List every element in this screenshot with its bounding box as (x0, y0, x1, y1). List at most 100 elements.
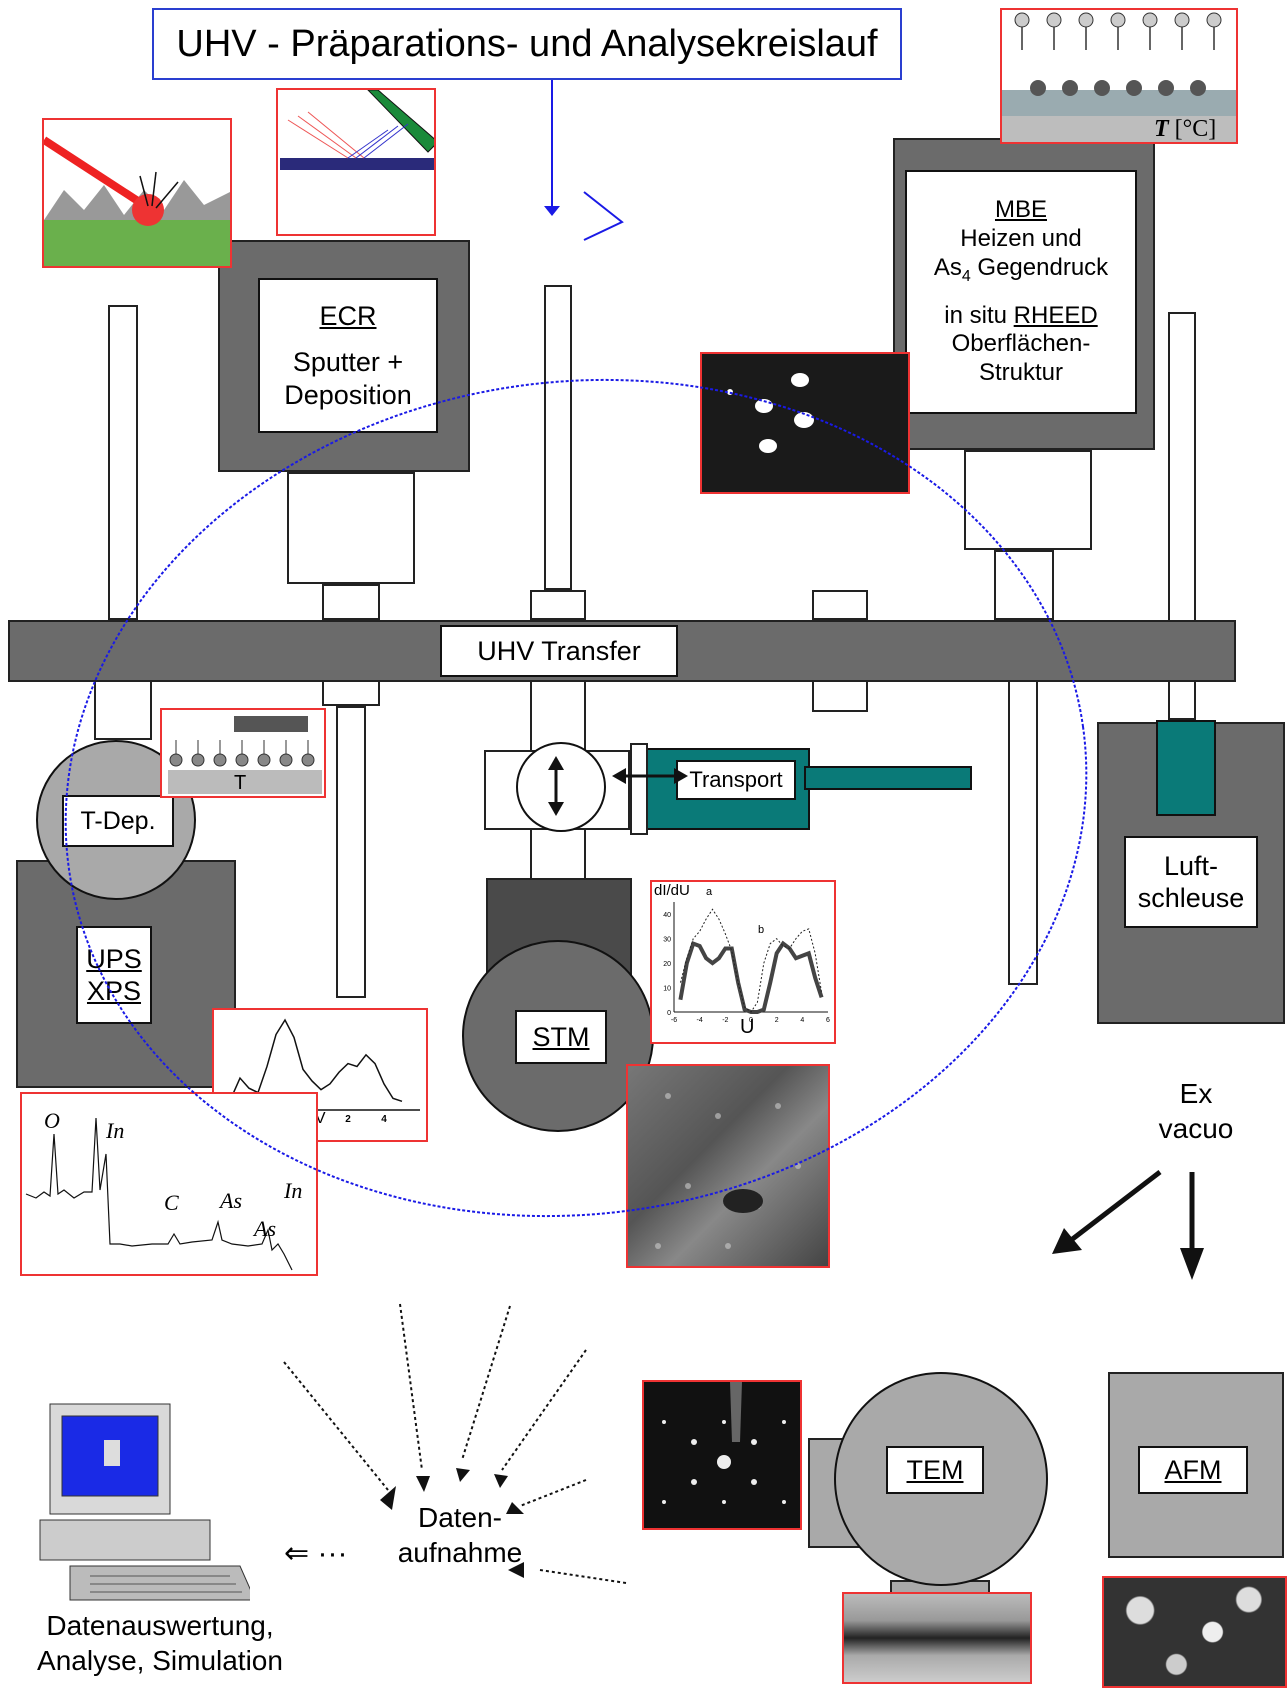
loop-direction-arrow (583, 191, 624, 241)
rheed-graphic (702, 354, 908, 492)
inset-afm-image (1102, 1576, 1287, 1688)
mbe-line3-rheed: RHEED (1013, 301, 1098, 329)
tube-second-bottom (336, 706, 366, 998)
ecr-line2: Deposition (284, 379, 412, 410)
sts-x-tick: 2 (775, 1017, 779, 1024)
stm-label: STM (515, 1010, 607, 1064)
ecr-name: ECR (319, 300, 377, 331)
sts-ylabel: dI/dU (654, 882, 690, 899)
sputter-surface-graphic (44, 136, 230, 266)
transport-label: Transport (676, 760, 796, 800)
tube-mbe-neck (964, 450, 1092, 550)
sts-chart: -6 -4 -2 0 2 4 6 0 10 20 30 40 (663, 902, 830, 1024)
sts-x-tick: -2 (722, 1017, 728, 1024)
tem-sphere (834, 1372, 1048, 1586)
uhv-transfer-label: UHV Transfer (440, 625, 678, 677)
sts-y-tick: 10 (663, 986, 671, 993)
tem-label: TEM (886, 1446, 984, 1494)
mbe-line3: in situ RHEED (944, 302, 1097, 331)
sts-series-1 (679, 908, 823, 1013)
inset-tem-diffraction (642, 1380, 802, 1530)
sts-y-tick: 20 (663, 961, 671, 968)
sts-y-tick: 0 (667, 1010, 671, 1017)
afm-label: AFM (1138, 1446, 1248, 1494)
afm-text: AFM (1164, 1454, 1222, 1485)
inset-tem-crosssection (842, 1592, 1032, 1684)
tube-center-top (544, 285, 572, 590)
tdep-label: T-Dep. (62, 795, 174, 847)
mbe-label: MBE Heizen und As4 Gegendruck in situ RH… (905, 170, 1137, 414)
stm-text: STM (532, 1021, 590, 1052)
mbe-line3-pre: in situ (944, 301, 1014, 329)
data-flow-arrow: ⇐ ··· (284, 1537, 348, 1570)
ecr-label: ECR Sputter + Deposition (258, 278, 438, 433)
uhv-transfer-text: UHV Transfer (477, 635, 641, 666)
analysis-loop (64, 378, 1088, 1218)
tdep-temp-label: T (234, 772, 247, 794)
ex-vacuo-arrow-tem (1064, 1170, 1162, 1246)
tube-right-top (1168, 312, 1196, 622)
xps-text: XPS (86, 976, 142, 1006)
mbe-line2-pre: As (933, 253, 962, 281)
inset-stm-image (626, 1064, 830, 1268)
mbe-name: MBE (994, 196, 1047, 224)
tem-text: TEM (906, 1454, 964, 1485)
tube-ecr-neck (287, 472, 415, 584)
tube-right-bottom (1008, 680, 1038, 985)
ups-text: UPS (86, 943, 142, 974)
tem-diffraction-graphic (644, 1382, 800, 1528)
ex-vacuo-line1: Ex (1179, 1078, 1213, 1109)
ex-vacuo-label: Ex vacuo (1148, 1076, 1244, 1146)
xps-peak-in1: In (106, 1118, 125, 1143)
load-lock-label: Luft- schleuse (1124, 836, 1258, 928)
inset-xps-spectrum: O In C As As In (20, 1092, 318, 1276)
tube-mid-flange (812, 590, 868, 620)
deposition-graphic (280, 90, 434, 170)
inset-tdep-sample: T (160, 708, 326, 798)
sts-x-tick: 4 (800, 1017, 804, 1024)
xps-peak-o: O (44, 1108, 60, 1133)
transport-flange (630, 743, 648, 835)
analysis-line2: Analyse, Simulation (37, 1645, 283, 1676)
xps-peak-as2: As (254, 1216, 276, 1241)
ex-vacuo-line2: vacuo (1158, 1113, 1234, 1144)
xps-peak-in2: In (284, 1178, 303, 1203)
diagram-title: UHV - Präparations- und Analysekreislauf (152, 8, 902, 80)
mbe-line2: As4 Gegendruck (934, 254, 1108, 286)
tube-center-flange (530, 590, 586, 620)
inset-sputter-surface (42, 118, 232, 268)
ups-x-tick: 2 (345, 1114, 351, 1125)
analysis-line1: Datenauswertung, (46, 1610, 274, 1641)
sts-peak-b: b (758, 924, 765, 936)
mbe-temp-symbol: T (1154, 116, 1169, 142)
ups-x-tick: 4 (381, 1114, 387, 1125)
mbe-growth-graphic (1002, 12, 1236, 142)
mbe-line5: Struktur (978, 359, 1064, 387)
sts-x-tick: -6 (671, 1017, 677, 1024)
sts-y-tick: 40 (663, 912, 671, 919)
inset-deposition (276, 88, 436, 236)
load-lock-line2: schleuse (1137, 883, 1245, 913)
mbe-line4: Oberflächen- (951, 330, 1091, 358)
tube-ecr-flange (322, 584, 380, 620)
analysis-label: Datenauswertung, Analyse, Simulation (10, 1608, 310, 1678)
ecr-line1: Sputter + (292, 347, 404, 378)
tdep-sample-graphic (168, 716, 322, 794)
data-acq-line2: aufnahme (397, 1537, 523, 1568)
computer-icon (39, 1403, 250, 1601)
sts-x-tick: -4 (697, 1017, 703, 1024)
sts-xlabel: U (740, 1016, 755, 1038)
xps-peak-c: C (164, 1190, 179, 1215)
sts-y-tick: 30 (663, 937, 671, 944)
load-lock-line1: Luft- (1163, 850, 1219, 881)
sts-x-tick: 6 (826, 1017, 830, 1024)
stm-image-graphic (655, 1093, 801, 1249)
diagram-title-text: UHV - Präparations- und Analysekreislauf (176, 22, 878, 65)
mbe-line2-sub: 4 (961, 267, 971, 285)
ups-series (230, 1018, 403, 1103)
mbe-line2-post: Gegendruck (970, 253, 1109, 281)
sts-x-tick: 0 (749, 1017, 753, 1024)
xps-peak-as1: As (220, 1188, 242, 1213)
